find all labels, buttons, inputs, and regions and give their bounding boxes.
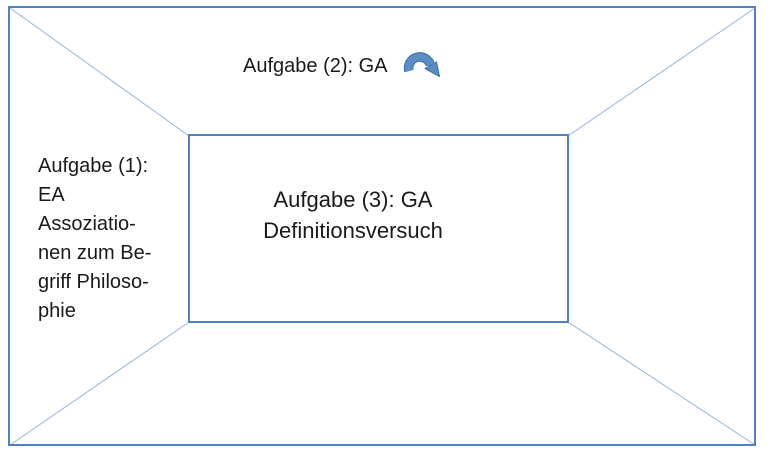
left-note-line: Aufgabe (1): <box>38 155 149 177</box>
curved-arrow-icon <box>403 51 441 80</box>
center-text-box <box>188 134 569 323</box>
center-text-line2: Definitionsversuch <box>263 218 443 243</box>
center-text: Aufgabe (3): GA Definitionsversuch <box>188 184 518 246</box>
left-note-line: nen zum Be- <box>38 242 152 264</box>
diagonal-bottom-right <box>567 321 756 446</box>
curved-arrow-body <box>404 53 435 72</box>
left-note-line: phie <box>38 300 76 322</box>
left-note: Aufgabe (1): EA Assoziatio- nen zum Be- … <box>38 152 188 326</box>
outer-frame <box>8 6 756 446</box>
center-text-line1: Aufgabe (3): GA <box>273 187 433 212</box>
left-note-line: EA <box>38 184 65 206</box>
top-label: Aufgabe (2): GA <box>243 55 388 77</box>
diagonal-bottom-left <box>9 321 190 446</box>
diagonal-top-right <box>567 7 756 137</box>
left-note-line: Assoziatio- <box>38 213 136 235</box>
left-note-line: griff Philoso- <box>38 271 149 293</box>
curved-arrow-head <box>424 61 440 77</box>
diagonal-top-left <box>9 7 190 137</box>
